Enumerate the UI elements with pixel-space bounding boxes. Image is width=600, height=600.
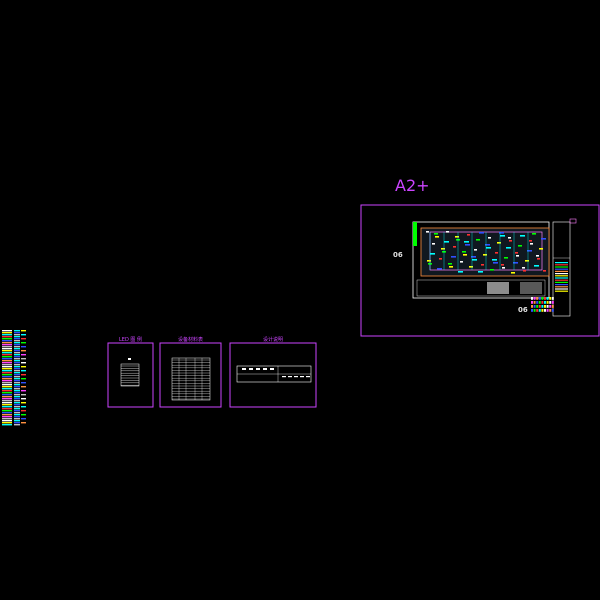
floor-plan [412,218,577,317]
layer-palette-icon [2,330,26,426]
sheet-size-label: A2+ [395,176,430,195]
design-notes-table [236,365,312,383]
design-notes-panel[interactable]: 设计说明 [229,336,317,408]
sheet-marker-right: 06 [518,306,528,314]
sheet-marker-left: 06 [393,251,403,259]
main-drawing-sheet[interactable]: 06 06 [360,204,600,337]
legend-table [120,358,140,387]
equipment-table [171,357,211,401]
equipment-table-panel[interactable]: 设备材料表 [159,336,222,408]
equipment-table-title: 设备材料表 [178,336,203,343]
design-notes-title: 设计说明 [263,336,283,343]
legend-panel-title: LED 图 例 [119,336,142,343]
legend-panel[interactable]: LED 图 例 [107,336,154,408]
